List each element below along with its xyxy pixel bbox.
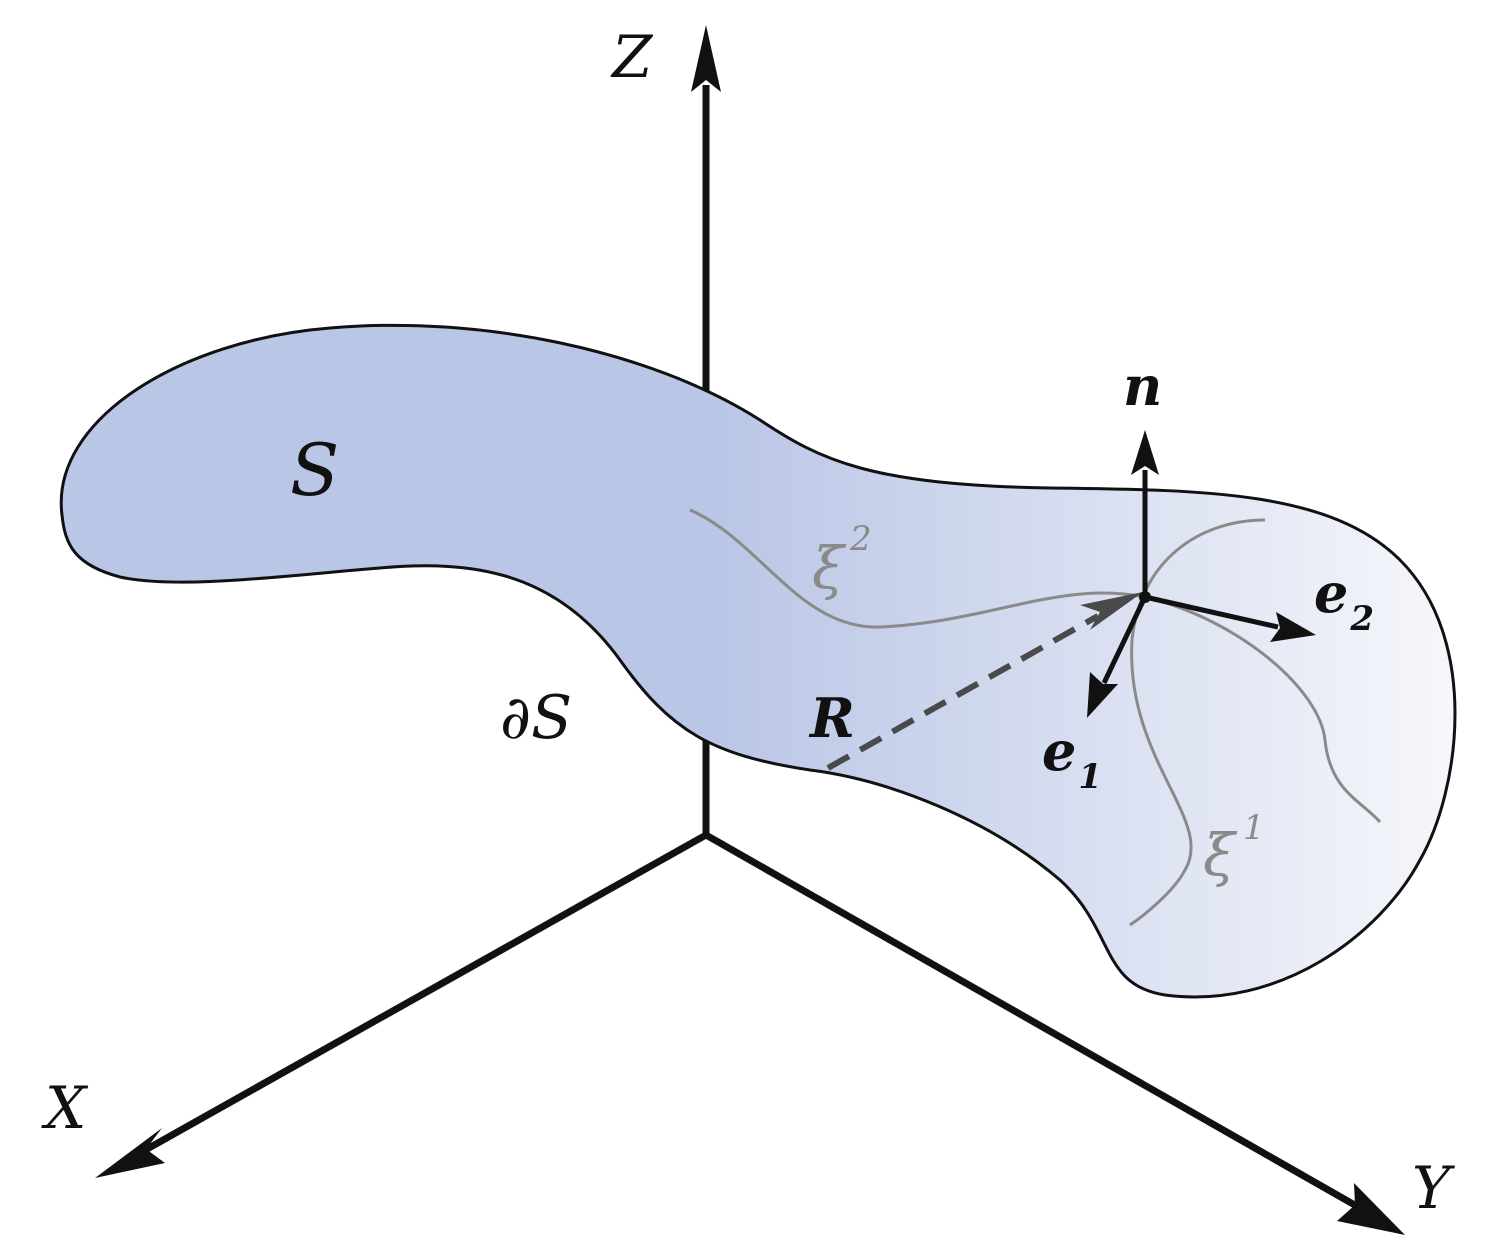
boundary-label: ∂S bbox=[500, 683, 572, 753]
x-axis-label: X bbox=[41, 1074, 89, 1142]
xi1-superscript: 1 bbox=[1243, 808, 1265, 848]
position-vector-r bbox=[826, 592, 1143, 771]
y-axis-label: Y bbox=[1412, 1154, 1455, 1222]
normal-vector-label: n bbox=[1123, 354, 1162, 418]
xi1-base: ξ bbox=[1203, 821, 1238, 889]
xi1-curve-front bbox=[1129, 518, 1266, 927]
normal-vector-n bbox=[1131, 430, 1159, 597]
normal-vector-arrowhead bbox=[1131, 430, 1159, 475]
boundary-partial-symbol: ∂ bbox=[500, 683, 531, 753]
y-axis bbox=[704, 831, 1405, 1235]
x-axis-arrowhead bbox=[95, 1128, 165, 1178]
position-vector-label: R bbox=[808, 686, 855, 750]
e2-base: e bbox=[1314, 561, 1348, 625]
e1-base: e bbox=[1042, 719, 1076, 783]
xi1-curve-back bbox=[1144, 595, 1382, 824]
surface-s bbox=[59, 323, 1457, 999]
z-axis-label: Z bbox=[610, 23, 654, 91]
xi2-base: ξ bbox=[812, 534, 847, 602]
boundary-script-symbol: S bbox=[531, 683, 572, 753]
base-point bbox=[1139, 591, 1151, 603]
e1-label: e1 bbox=[1042, 719, 1102, 797]
position-vector-arrowhead bbox=[1080, 592, 1143, 630]
tangent-vector-e1-arrowhead bbox=[1087, 672, 1118, 718]
surface-label: S bbox=[290, 428, 339, 512]
e2-subscript: 2 bbox=[1349, 599, 1374, 639]
x-axis bbox=[95, 831, 708, 1178]
z-axis-arrowhead bbox=[691, 25, 721, 92]
tangent-vector-e2-arrowhead bbox=[1270, 612, 1316, 642]
e2-label: e2 bbox=[1314, 561, 1374, 639]
y-axis-arrowhead bbox=[1337, 1183, 1405, 1235]
tangent-vector-e2 bbox=[1144, 594, 1316, 642]
e1-subscript: 1 bbox=[1078, 757, 1102, 797]
tangent-vector-e1 bbox=[1087, 595, 1148, 718]
xi2-superscript: 2 bbox=[849, 519, 872, 559]
xi2-curve bbox=[689, 508, 1146, 629]
